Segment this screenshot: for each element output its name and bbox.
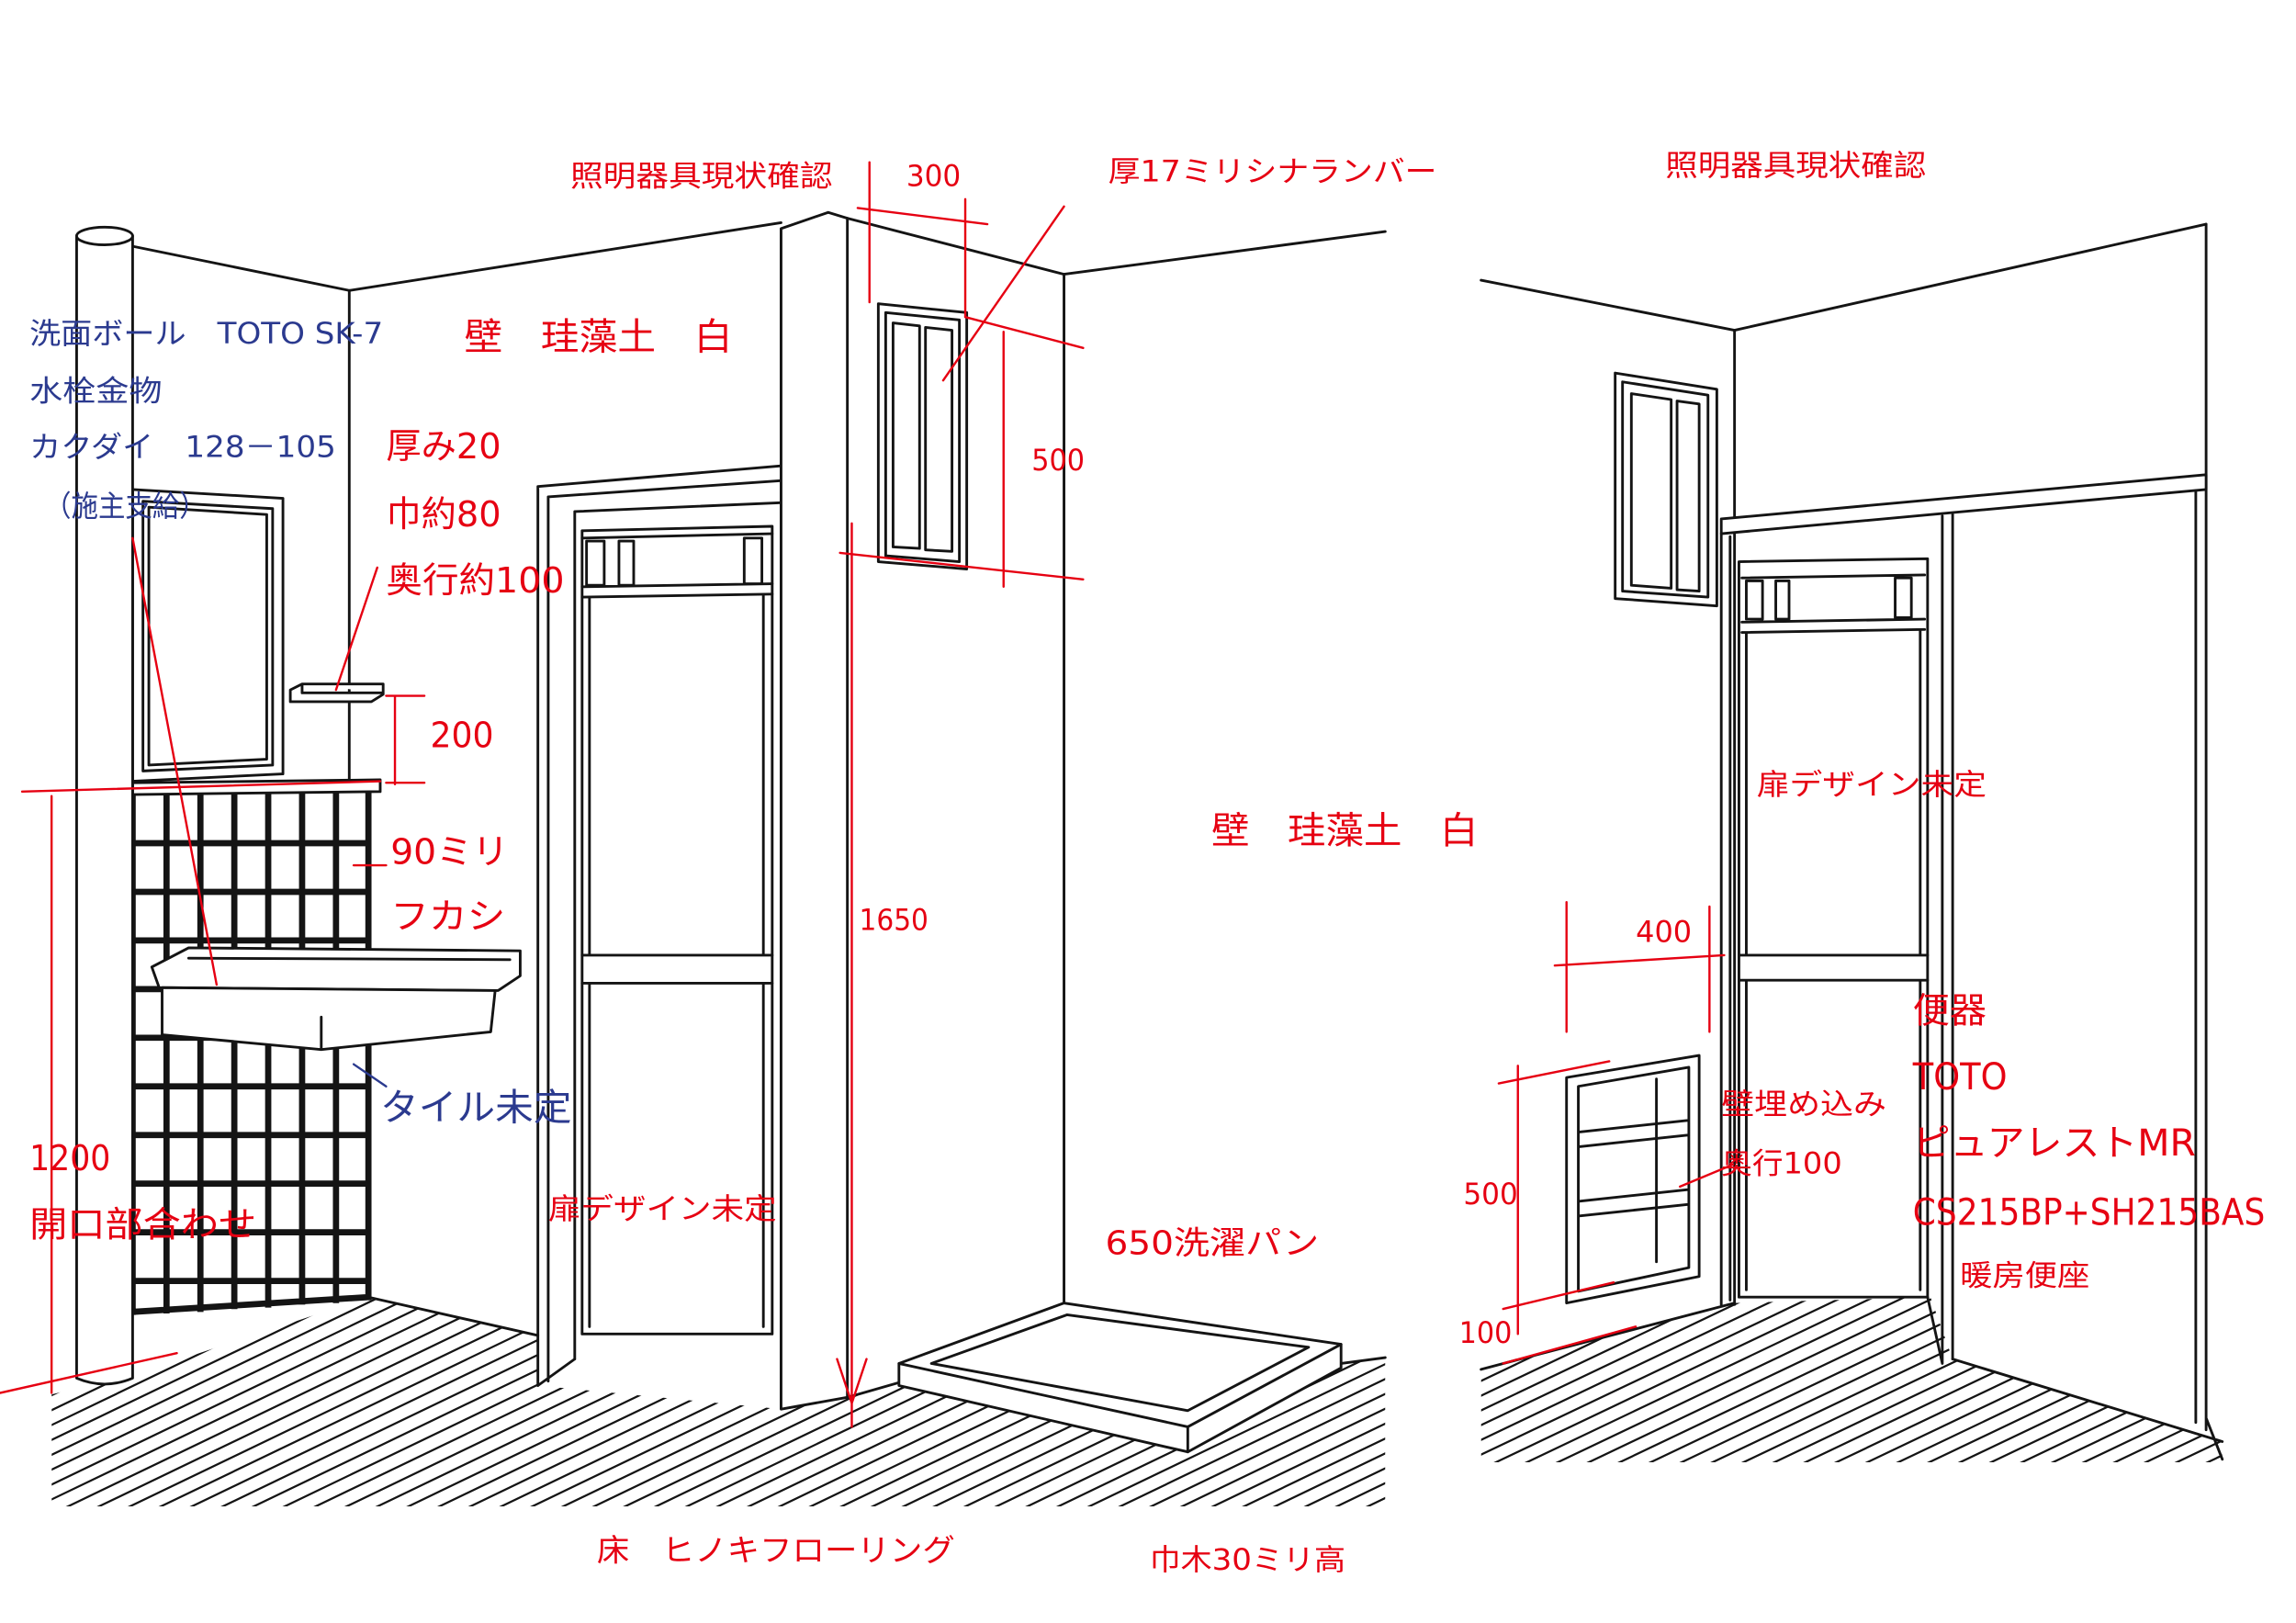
lighting-check-note-right: 照明器具現状確認 [1665, 148, 1926, 183]
supplied-note: （施主支給） [44, 489, 207, 524]
door-head-trim [1719, 473, 2208, 535]
dimension-window-width [856, 161, 989, 319]
right-view: 照明器具現状確認 扉デザイン未定 400 便器 TOTO ピュアレストMR CS… [1459, 148, 2266, 1462]
wall-finish-right: 壁 珪藻土 白 [1211, 810, 1478, 852]
counter-height-label: 1200 [29, 1138, 110, 1179]
furring-depth: 90ミリ [390, 831, 508, 873]
door-rail-right [1738, 629, 1930, 1291]
dimension-sill-height [836, 522, 868, 1428]
door-note-left: 扉デザイン未定 [548, 1191, 777, 1226]
left-view: 照明器具現状確認 300 厚17ミリシナランバー 洗面ボール TOTO SK-7… [0, 154, 1478, 1577]
wash-basin-rim [150, 946, 522, 992]
niche-base-label: 100 [1459, 1315, 1513, 1350]
door-frame-right [1719, 532, 1732, 1306]
niche-width-label: 400 [1636, 915, 1692, 950]
window-left-frames [884, 310, 962, 563]
corner-column [74, 234, 134, 1386]
ceiling-edges-right [1480, 222, 2208, 332]
tile-note: タイル未定 [380, 1088, 572, 1130]
toilet-brand: TOTO [1912, 1056, 2008, 1099]
faucet-model: カクダイ 128－105 [29, 430, 336, 465]
door-rail-left [580, 593, 774, 1328]
sill-height-label: 1650 [859, 903, 928, 938]
wall-corner-lines-right [1480, 222, 2224, 1461]
sliding-door-panel [1926, 513, 1954, 1365]
washer-pan-rim [897, 1313, 1343, 1454]
wall-finish-upper: 壁 珪藻土 白 [464, 316, 732, 358]
dimension-niche-height [1497, 1060, 1615, 1336]
dimension-window-height [838, 315, 1085, 588]
seat-note: 暖房便座 [1960, 1257, 2089, 1292]
dimension-niche-base [1502, 1325, 1638, 1365]
window-height-label: 500 [1031, 443, 1085, 478]
dimension-niche-width [1553, 900, 1726, 1033]
baseboard-note: 巾木30ミリ高 [1150, 1542, 1345, 1577]
window-right [1614, 371, 1718, 608]
niche-note: 壁埋め込み [1721, 1087, 1886, 1121]
wall-niche [1565, 1054, 1701, 1305]
counter-note: 開口部合わせ [29, 1204, 256, 1245]
window-left [876, 302, 969, 570]
shelf-depth: 奥行約100 [386, 560, 564, 602]
dimension-shelf-gap [385, 694, 426, 786]
door-transom-right [1740, 573, 1927, 634]
leader-niche-note [1679, 1163, 1735, 1189]
leader-basin [131, 536, 219, 986]
partition-wall [780, 210, 850, 1411]
corner-column-top [74, 225, 134, 246]
ceiling-edges-left [130, 217, 1387, 292]
wash-basin-body [161, 986, 497, 1052]
toilet-series: ピュアレストMR [1913, 1122, 2196, 1165]
door-transom-left [580, 532, 774, 599]
door-panel-left [580, 524, 774, 1336]
wall-corner-lines-left [347, 273, 1387, 1399]
furring-label: フカシ [390, 896, 505, 938]
toilet-model: CS215BP+SH215BAS [1913, 1192, 2266, 1234]
lighting-check-note-left: 照明器具現状確認 [570, 158, 833, 193]
dimension-counter-height [0, 780, 382, 1394]
door-frame-left [536, 464, 782, 1387]
leader-tile [352, 1063, 388, 1088]
wall-niche-shelves [1577, 1065, 1691, 1293]
wall-shelf [288, 682, 385, 704]
niche-depth-label: 奥行100 [1721, 1145, 1842, 1180]
shelf-gap-label: 200 [431, 716, 494, 757]
floor-note: 床 ヒノキフローリング [597, 1532, 955, 1568]
washer-pan-note: 650洗濯パン [1105, 1225, 1319, 1263]
leader-shelf-note [334, 566, 378, 692]
door-note-right: 扉デザイン未定 [1757, 767, 1986, 802]
washer-pan [897, 1302, 1343, 1454]
faucet-note: 水栓金物 [29, 374, 162, 409]
shelf-width: 巾約80 [386, 494, 501, 535]
board-note: 厚17ミリシナランバー [1109, 154, 1437, 189]
shelf-thickness: 厚み20 [386, 426, 501, 468]
leader-board-note [941, 205, 1065, 382]
window-right-frames [1621, 380, 1710, 599]
niche-height-label: 500 [1463, 1177, 1517, 1212]
toilet-label: 便器 [1913, 991, 1986, 1032]
window-width-label: 300 [906, 158, 961, 193]
door-panel-right [1738, 557, 1930, 1299]
basin-note: 洗面ボール TOTO SK-7 [29, 316, 383, 351]
wash-basin-edge [186, 956, 512, 1052]
mirror [130, 488, 285, 783]
mirror-frame-inner [141, 500, 275, 772]
